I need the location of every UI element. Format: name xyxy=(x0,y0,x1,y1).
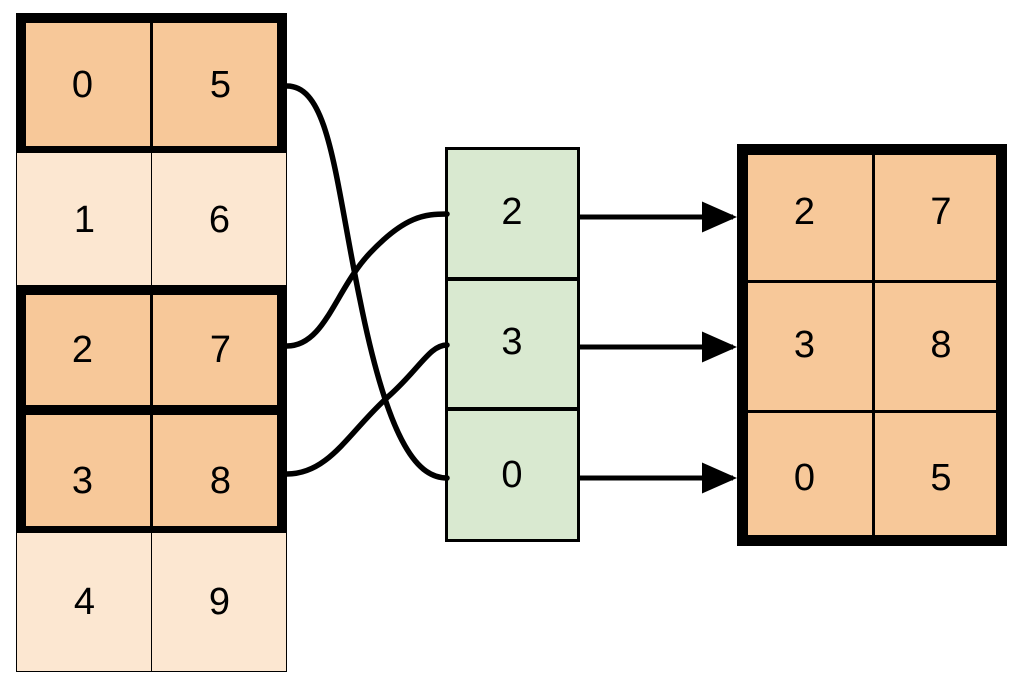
result-table: 2 7 3 8 0 5 xyxy=(737,144,1007,546)
source-row-2-col-a: 2 xyxy=(71,329,94,371)
curve-source-row-3-to-index-slot-1 xyxy=(284,342,450,477)
index-slot-0[interactable]: 2 xyxy=(501,191,523,233)
source-row-4-col-b: 9 xyxy=(208,580,231,623)
index-column: 2 3 0 xyxy=(445,147,580,542)
source-row-0[interactable]: 0 5 xyxy=(16,13,287,156)
index-slot-1[interactable]: 3 xyxy=(501,321,523,363)
source-row-1-col-b: 6 xyxy=(208,199,231,241)
source-row-group-2-3[interactable]: 2 7 3 8 xyxy=(16,285,287,536)
index-divider-2 xyxy=(448,407,577,411)
source-row-0-col-b: 5 xyxy=(209,63,232,106)
source-row-3-col-b: 8 xyxy=(209,459,232,502)
source-row-1-cell-a xyxy=(17,153,152,288)
source-row-2-col-b: 7 xyxy=(209,329,232,371)
source-row-1-col-a: 1 xyxy=(73,199,96,241)
result-row-1-col-a: 3 xyxy=(793,324,816,366)
source-row-2-3-divider xyxy=(150,295,153,526)
curve-source-row-2-to-index-slot-0 xyxy=(284,211,450,349)
source-row-1[interactable]: 1 6 xyxy=(16,152,287,289)
source-row-0-col-a: 0 xyxy=(71,63,94,106)
result-row-2-col-b: 5 xyxy=(930,457,952,499)
result-row-0-col-b: 7 xyxy=(930,191,952,233)
result-row-1-col-b: 8 xyxy=(930,324,952,366)
source-row-0-divider xyxy=(150,23,153,146)
source-row-3-col-a: 3 xyxy=(71,459,94,502)
result-column-divider xyxy=(872,155,875,535)
source-row-4[interactable]: 4 9 xyxy=(16,532,287,672)
source-row-4-col-a: 4 xyxy=(73,580,96,623)
result-row-2-col-a: 0 xyxy=(793,457,816,499)
source-row-4-cell-a xyxy=(17,533,152,671)
curve-source-row-0-to-index-slot-2 xyxy=(284,83,450,481)
index-slot-2[interactable]: 0 xyxy=(501,453,523,496)
source-table: 0 5 1 6 2 7 3 8 4 9 xyxy=(16,13,287,672)
index-divider-1 xyxy=(448,277,577,281)
result-row-0-col-a: 2 xyxy=(793,191,816,233)
